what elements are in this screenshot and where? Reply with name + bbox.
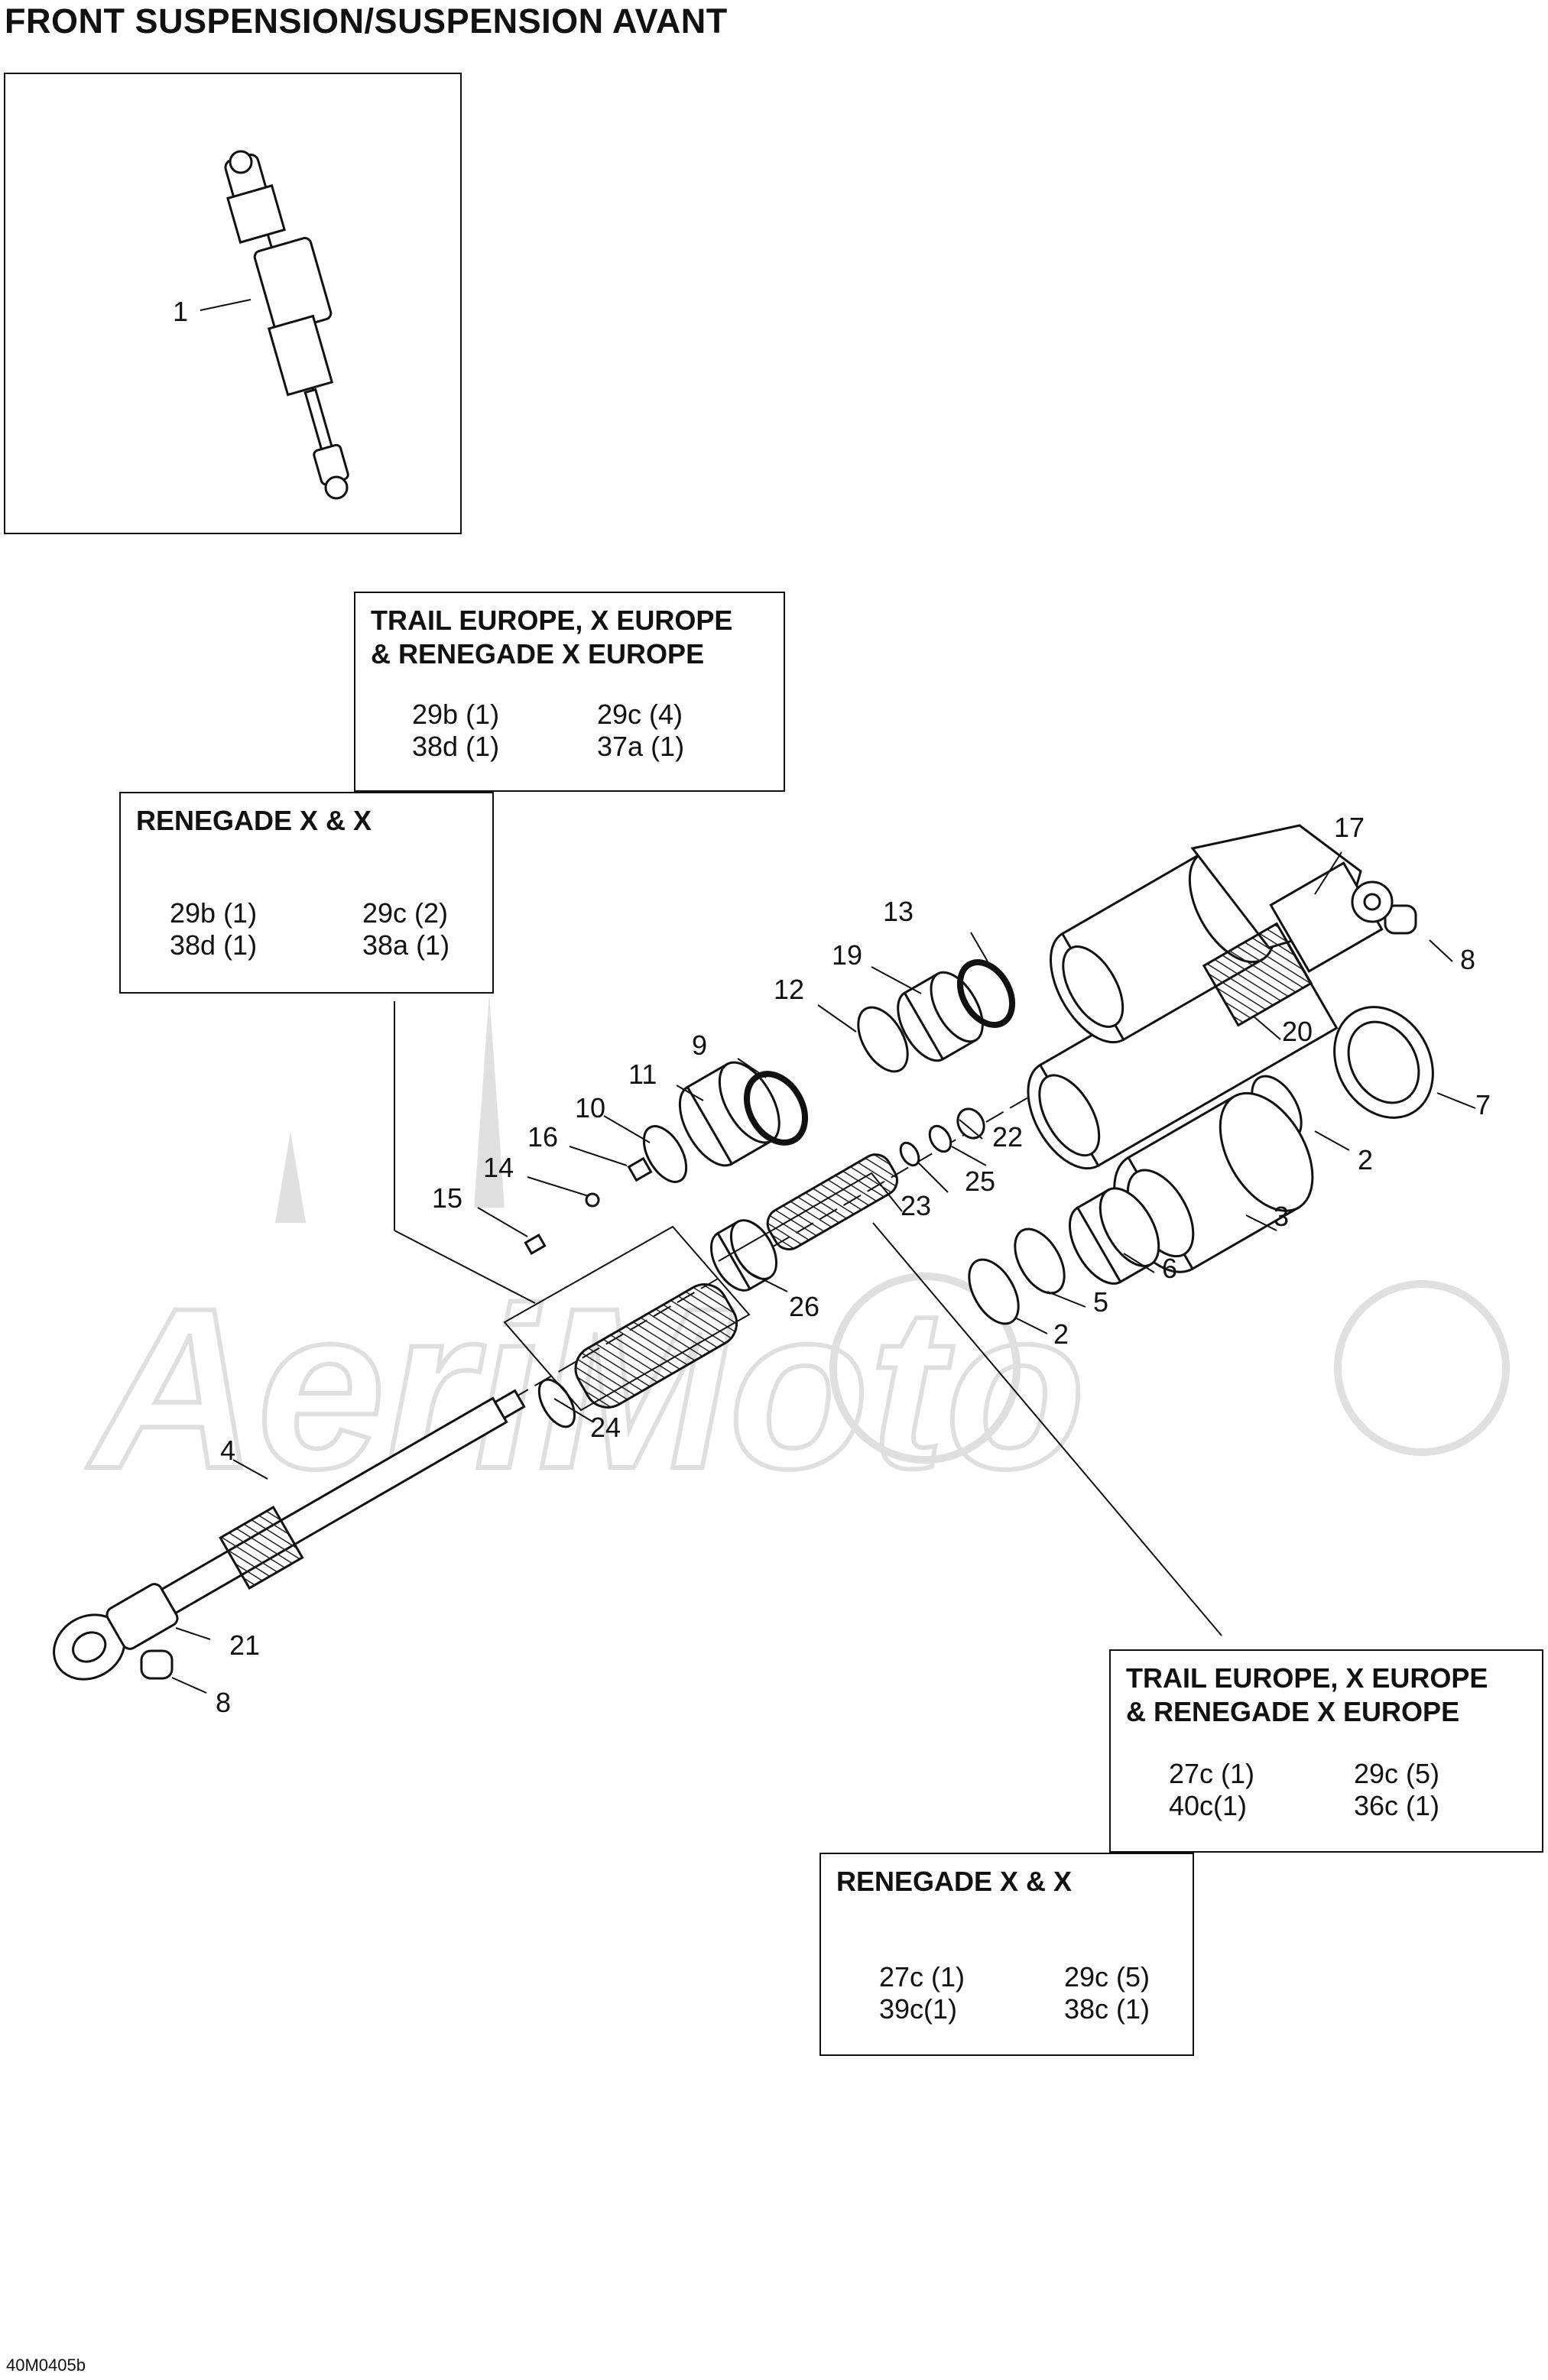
callout-labels: 1 17 8 13 19 12 9 11 10 16 14 15 20 7 2 … bbox=[173, 296, 1491, 1718]
watermark: AeriMoto bbox=[83, 994, 1510, 1519]
callout-1: 1 bbox=[173, 296, 188, 327]
callout-24: 24 bbox=[590, 1412, 621, 1443]
drawing-code: 40M0405b bbox=[6, 2356, 86, 2375]
callout-7: 7 bbox=[1475, 1089, 1491, 1120]
callout-8-upper: 8 bbox=[1460, 944, 1475, 975]
callout-3: 3 bbox=[1274, 1201, 1289, 1232]
kit-item: 38d (1) bbox=[170, 929, 258, 961]
callout-21: 21 bbox=[229, 1629, 260, 1661]
callout-20: 20 bbox=[1282, 1016, 1313, 1047]
callout-14: 14 bbox=[483, 1152, 514, 1183]
kit-item: 38c (1) bbox=[1064, 1993, 1150, 2025]
callout-12: 12 bbox=[774, 974, 804, 1005]
kit-box-upper-trail-europe: TRAIL EUROPE, X EUROPE & RENEGADE X EURO… bbox=[354, 592, 785, 792]
callout-17: 17 bbox=[1334, 812, 1365, 843]
callout-13: 13 bbox=[883, 896, 914, 927]
kit-item: 29c (4) bbox=[597, 699, 683, 730]
kit-item: 27c (1) bbox=[879, 1961, 965, 1993]
kit-box-title: TRAIL EUROPE, X EUROPE & RENEGADE X EURO… bbox=[371, 605, 733, 670]
callout-23: 23 bbox=[901, 1190, 931, 1221]
exploded-parts bbox=[53, 824, 1434, 1681]
kit-item: 39c(1) bbox=[879, 1993, 958, 2025]
kit-item: 29c (5) bbox=[1064, 1961, 1150, 1993]
callout-2-lower: 2 bbox=[1053, 1318, 1069, 1350]
kit-box-title: RENEGADE X & X bbox=[136, 805, 372, 836]
assembled-shock-illustration bbox=[224, 150, 349, 500]
callout-26: 26 bbox=[789, 1291, 819, 1322]
callout-5: 5 bbox=[1093, 1286, 1108, 1318]
kit-box-upper-renegade: RENEGADE X & X 29b (1) 29c (2) 38d (1) 3… bbox=[119, 792, 494, 994]
kit-item: 38a (1) bbox=[362, 929, 450, 961]
kit-box-title: TRAIL EUROPE, X EUROPE & RENEGADE X EURO… bbox=[1126, 1662, 1488, 1727]
callout-4: 4 bbox=[220, 1435, 235, 1466]
kit-box-title: RENEGADE X & X bbox=[836, 1866, 1073, 1897]
callout-10: 10 bbox=[575, 1092, 605, 1124]
kit-item: 29c (5) bbox=[1354, 1758, 1440, 1789]
kit-item: 38d (1) bbox=[412, 731, 500, 762]
callout-15: 15 bbox=[432, 1182, 462, 1214]
kit-item: 37a (1) bbox=[597, 731, 685, 762]
kit-box-lower-renegade: RENEGADE X & X 27c (1) 29c (5) 39c(1) 38… bbox=[819, 1853, 1194, 2056]
kit-item: 27c (1) bbox=[1169, 1758, 1255, 1789]
callout-8-lower: 8 bbox=[216, 1687, 231, 1718]
inset-frame bbox=[4, 73, 462, 534]
callout-22: 22 bbox=[992, 1121, 1023, 1153]
kit-item: 29b (1) bbox=[412, 699, 500, 730]
callout-11: 11 bbox=[628, 1059, 657, 1090]
kit-box-lower-trail-europe: TRAIL EUROPE, X EUROPE & RENEGADE X EURO… bbox=[1109, 1649, 1543, 1853]
callout-16: 16 bbox=[527, 1121, 558, 1153]
kit-item: 40c(1) bbox=[1169, 1790, 1248, 1821]
callout-19: 19 bbox=[832, 939, 862, 971]
callout-2-right: 2 bbox=[1358, 1144, 1373, 1175]
kit-item: 29b (1) bbox=[170, 897, 258, 929]
page-title: FRONT SUSPENSION/SUSPENSION AVANT bbox=[5, 2, 728, 41]
callout-25: 25 bbox=[965, 1166, 995, 1197]
callout-6: 6 bbox=[1162, 1253, 1177, 1284]
kit-item: 29c (2) bbox=[362, 897, 449, 929]
callout-9: 9 bbox=[692, 1029, 707, 1061]
kit-item: 36c (1) bbox=[1354, 1790, 1440, 1821]
